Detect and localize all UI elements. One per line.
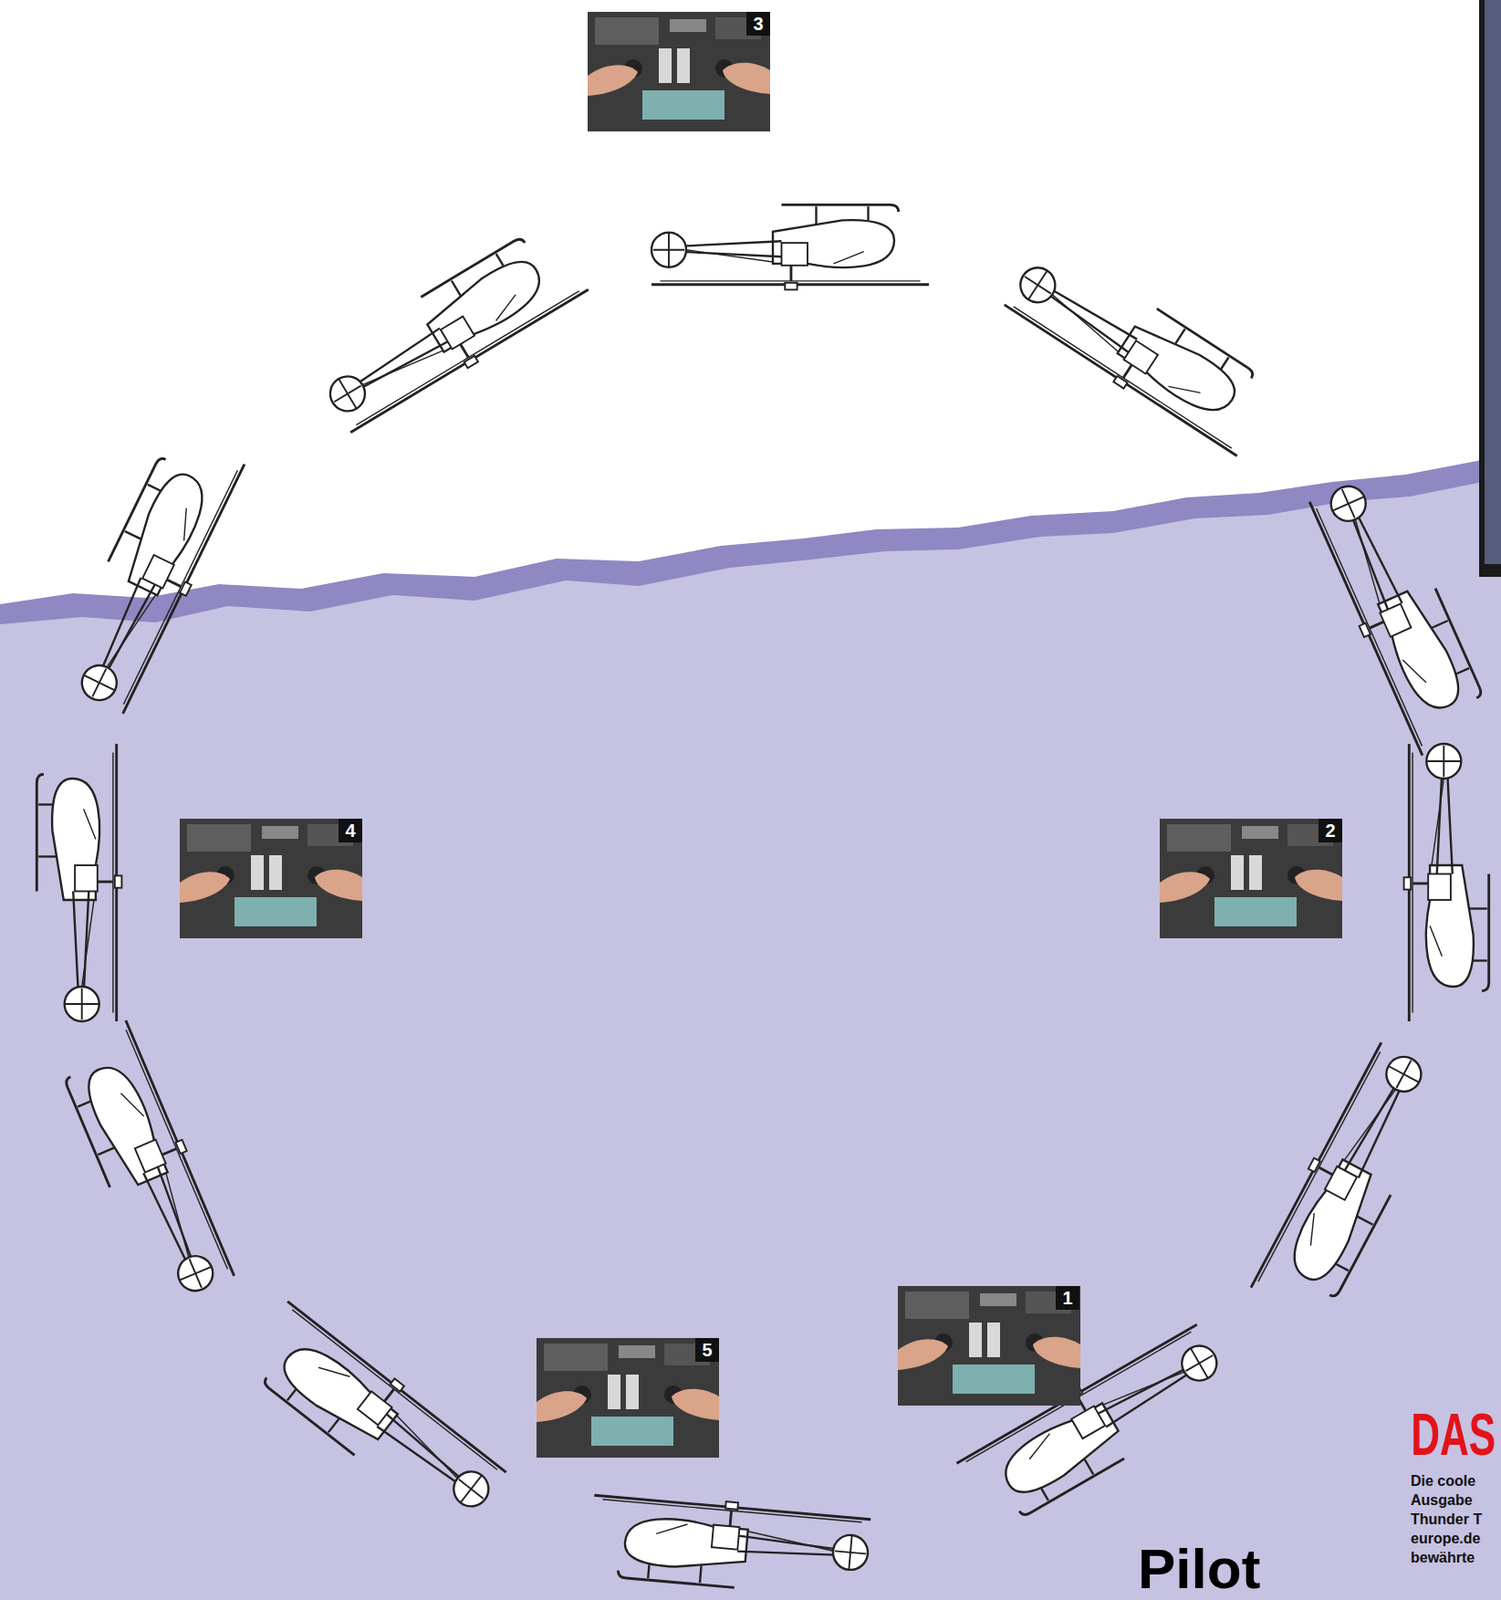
callout-number: 5 — [695, 1337, 720, 1362]
headline: DAS — [1410, 1405, 1496, 1464]
callout-number: 4 — [338, 818, 363, 843]
headline: Pilot — [1137, 1540, 1261, 1597]
callout-number: 2 — [1318, 818, 1343, 843]
teaser-text: europe.de — [1410, 1528, 1481, 1548]
callout-number: 1 — [1055, 1285, 1080, 1310]
callout-number: 3 — [746, 11, 771, 36]
teaser-text: Thunder T — [1410, 1509, 1482, 1529]
teaser-text: bewährte — [1410, 1547, 1475, 1567]
teaser-text: Die coole — [1410, 1470, 1476, 1491]
teaser-text: Ausgabe — [1410, 1490, 1473, 1510]
